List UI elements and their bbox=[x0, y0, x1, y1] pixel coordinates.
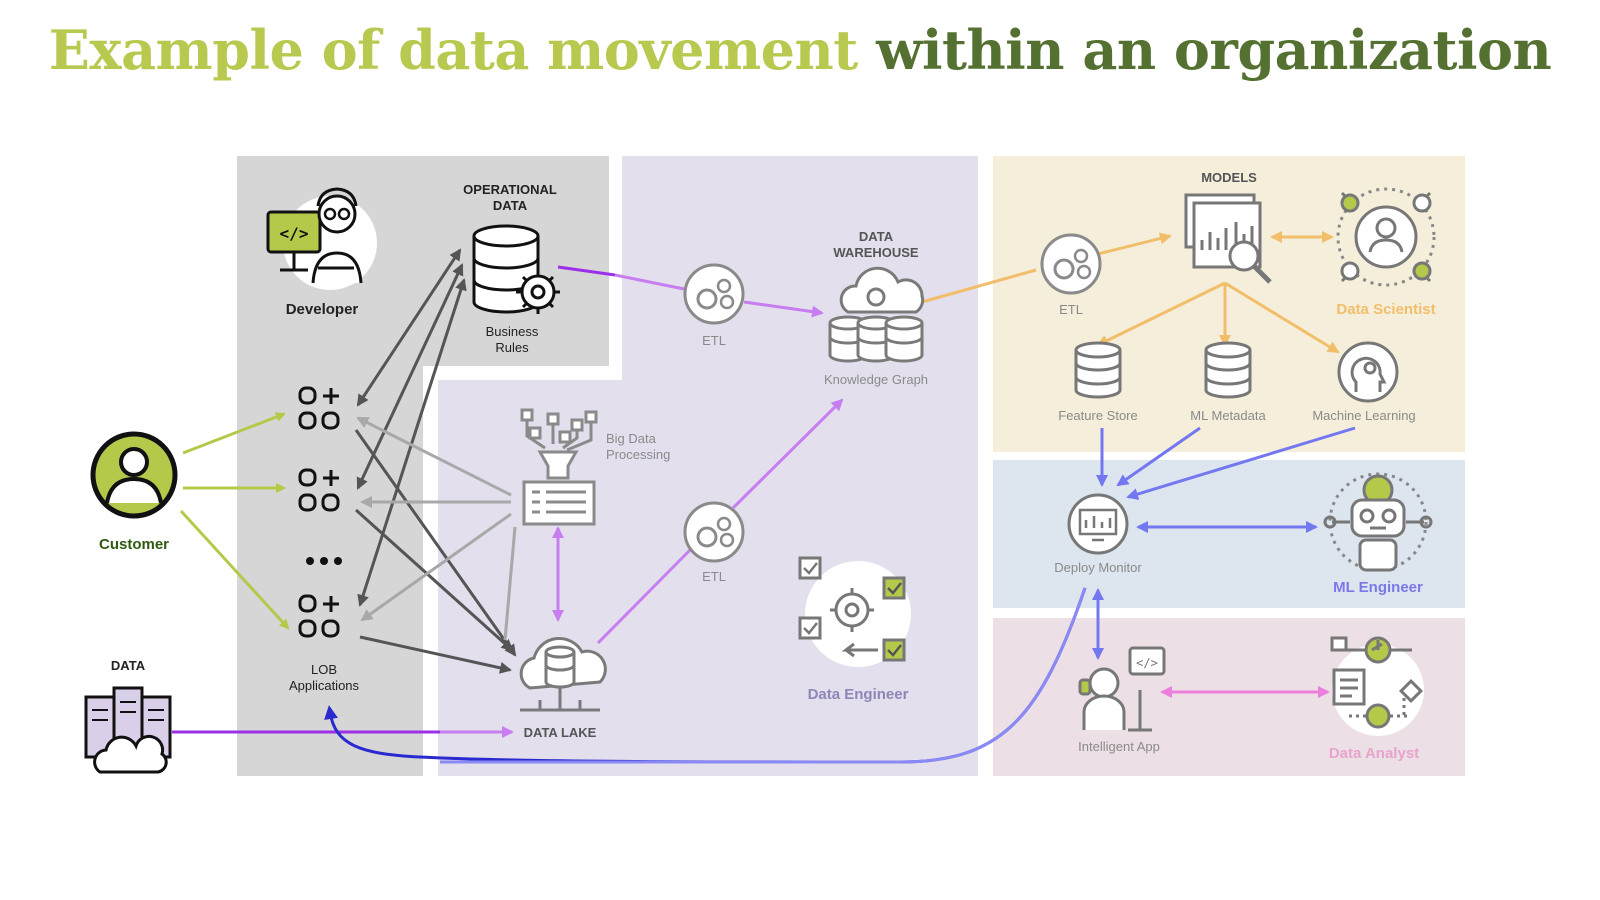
title-part-1: Example of data movement bbox=[48, 18, 859, 82]
etl-gear-icon-mid bbox=[683, 501, 745, 563]
deploy-monitor-label: Deploy Monitor bbox=[1054, 560, 1142, 575]
big-data-label-1: Big Data bbox=[606, 431, 657, 446]
data-engineer-icon bbox=[798, 556, 911, 667]
processing-zone bbox=[622, 156, 978, 776]
big-data-label-2: Processing bbox=[606, 447, 670, 462]
feature-store-label: Feature Store bbox=[1058, 408, 1138, 423]
arrow-warehouse-to-etl bbox=[921, 268, 1037, 304]
arrow-app3-datalake bbox=[359, 635, 512, 674]
data-source-label: DATA bbox=[111, 658, 146, 673]
arrow-app3-operational bbox=[357, 278, 467, 607]
arrow-datalake-etl bbox=[596, 548, 692, 645]
models-label: MODELS bbox=[1201, 170, 1257, 185]
etl-models-label: ETL bbox=[1059, 302, 1083, 317]
arrow-bigdata-app3 bbox=[360, 512, 512, 622]
arrow-operational-to-etl bbox=[557, 265, 616, 277]
feature-store-db-icon bbox=[1074, 341, 1122, 399]
data-lake-cloud-icon bbox=[519, 636, 607, 712]
arrow-bigdata-app1 bbox=[356, 416, 512, 497]
arrow-customer-to-app-1 bbox=[182, 412, 286, 455]
arrow-bigdata-datalake-gray bbox=[503, 526, 517, 641]
machine-learning-head-icon bbox=[1337, 341, 1399, 403]
ml-engineer-robot-icon bbox=[1323, 472, 1433, 572]
intelligent-app-label: Intelligent App bbox=[1078, 739, 1160, 754]
arrow-metadata-deploy bbox=[1116, 426, 1201, 487]
arrow-etl-warehouse-2 bbox=[731, 398, 844, 510]
lob-label-1: LOB bbox=[311, 662, 337, 677]
arrow-app2-datalake bbox=[354, 508, 514, 652]
data-analyst-icon bbox=[1330, 636, 1424, 736]
title-part-2: within an organization bbox=[876, 18, 1552, 82]
arrow-operational-to-etl-2 bbox=[614, 273, 685, 291]
app-grid-icon-1 bbox=[298, 386, 340, 430]
data-analyst-label: Data Analyst bbox=[1329, 745, 1419, 762]
developer-label: Developer bbox=[286, 301, 359, 318]
business-rules-label-1: Business bbox=[486, 324, 539, 339]
app-grid-icon-2 bbox=[298, 468, 340, 512]
data-scientist-icon bbox=[1336, 187, 1436, 287]
arrow-etl-to-warehouse bbox=[743, 300, 824, 318]
ml-engineer-label: ML Engineer bbox=[1333, 579, 1423, 596]
deploy-monitor-icon bbox=[1067, 493, 1129, 555]
intelligent-app-icon: </> bbox=[1078, 646, 1166, 732]
customer-label: Customer bbox=[99, 536, 169, 553]
machine-learning-label: Machine Learning bbox=[1312, 408, 1415, 423]
knowledge-graph-label: Knowledge Graph bbox=[824, 372, 928, 387]
lob-label-2: Applications bbox=[289, 678, 360, 693]
arrow-etl-to-models bbox=[1097, 232, 1172, 256]
operational-data-label-1: OPERATIONAL bbox=[463, 182, 557, 197]
business-rules-label-2: Rules bbox=[495, 340, 529, 355]
svg-text:</>: </> bbox=[1136, 656, 1158, 670]
etl-mid-label: ETL bbox=[702, 569, 726, 584]
data-engineer-label: Data Engineer bbox=[808, 686, 909, 703]
developer-icon: </> bbox=[266, 187, 377, 290]
etl-gear-icon-models bbox=[1040, 233, 1102, 295]
data-warehouse-label-2: WAREHOUSE bbox=[833, 245, 919, 260]
app-grid-icon-3 bbox=[298, 594, 340, 638]
diagram-title: Example of data movement within an organ… bbox=[0, 18, 1600, 82]
etl-top-label: ETL bbox=[702, 333, 726, 348]
arrow-deploy-to-lob-overlay bbox=[440, 587, 1087, 764]
customer-icon bbox=[90, 431, 178, 519]
ml-metadata-label: ML Metadata bbox=[1190, 408, 1266, 423]
warehouse-cloud-icon bbox=[828, 266, 925, 363]
svg-text:</>: </> bbox=[280, 224, 309, 243]
data-warehouse-label-1: DATA bbox=[859, 229, 894, 244]
building-cloud-icon bbox=[84, 686, 172, 774]
arrow-customer-to-app-3 bbox=[179, 509, 290, 630]
data-lake-label: DATA LAKE bbox=[524, 725, 597, 740]
arrow-models-ml bbox=[1224, 281, 1340, 354]
arrow-app1-datalake bbox=[354, 429, 517, 657]
ellipsis-icon bbox=[306, 557, 342, 565]
operational-data-label-2: DATA bbox=[493, 198, 528, 213]
big-data-processing-icon bbox=[520, 408, 598, 526]
etl-gear-icon-top bbox=[683, 263, 745, 325]
models-analytics-icon bbox=[1184, 193, 1272, 284]
arrow-models-feature bbox=[1096, 281, 1226, 347]
arrow-ml-deploy bbox=[1126, 426, 1356, 500]
database-gear-icon bbox=[472, 224, 560, 314]
ml-metadata-db-icon bbox=[1204, 341, 1252, 399]
data-scientist-label: Data Scientist bbox=[1336, 301, 1435, 318]
